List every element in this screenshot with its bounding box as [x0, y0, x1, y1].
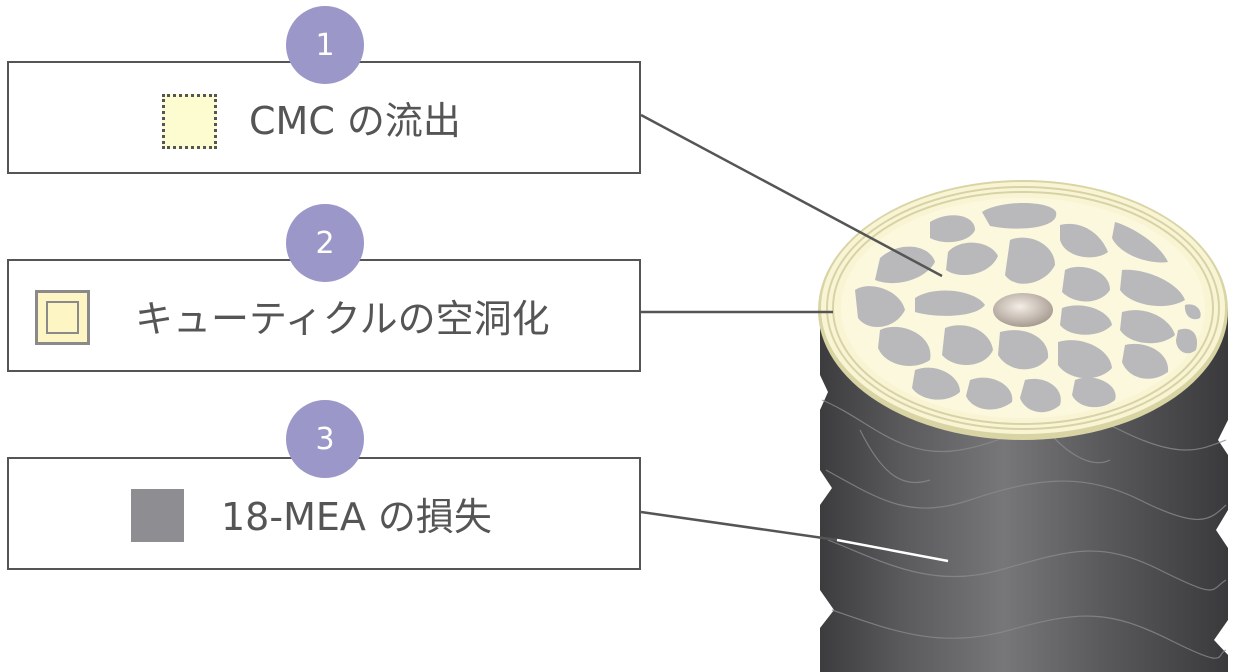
- medulla: [993, 293, 1053, 327]
- callout-box-cuticle: キューティクルの空洞化: [7, 259, 641, 372]
- mea-swatch-icon: [131, 489, 184, 542]
- callout-label-18mea: 18-MEA の損失: [221, 495, 492, 539]
- callout-label-cuticle: キューティクルの空洞化: [135, 297, 550, 341]
- cuticle-swatch-icon: [35, 290, 90, 345]
- callout-box-cmc: CMC の流出: [7, 61, 641, 174]
- callout-number-badge-2: 2: [286, 204, 364, 282]
- callout-label-cmc: CMC の流出: [249, 99, 461, 143]
- hair-cross-section-top: [818, 180, 1228, 440]
- leader-lines: [640, 113, 943, 542]
- callout-number-badge-3: 3: [286, 400, 364, 478]
- cortex-cells: [855, 203, 1201, 413]
- callout-number-badge-1: 1: [286, 6, 364, 84]
- cmc-swatch-icon: [162, 94, 217, 149]
